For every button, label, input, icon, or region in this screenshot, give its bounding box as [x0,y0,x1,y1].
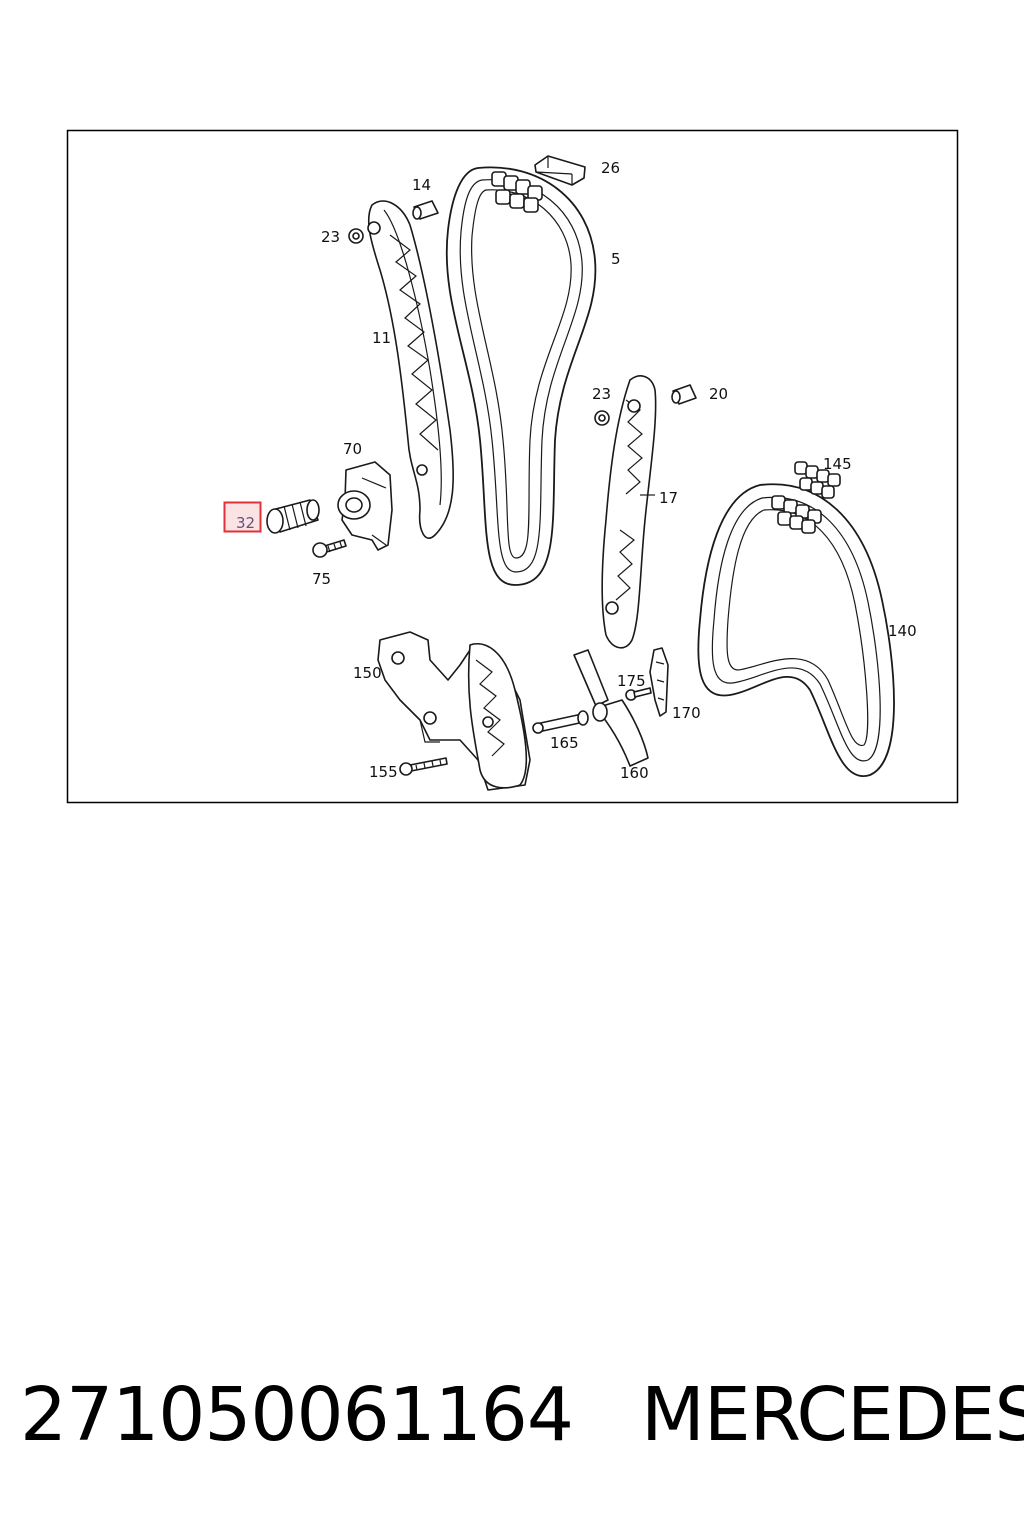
part-number: 271050061164 [20,1372,574,1458]
chain-clip-26 [534,155,586,186]
callout-70: 70 [343,440,362,458]
tensioner-plunger-32 [266,499,320,534]
callout-32: 32 [236,514,255,532]
bolt-165 [532,710,589,734]
timing-chain-lower [697,483,895,778]
chain-link-145 [794,461,841,499]
nut-23-top [348,228,364,244]
callout-140: 140 [888,622,917,640]
nut-23-mid [594,410,610,426]
tensioner-housing-70 [337,461,393,551]
tensioner-lever-160 [573,649,649,767]
bolt-175 [625,687,652,701]
timing-chain-upper [445,166,597,586]
callout-23-mid: 23 [592,385,611,403]
callout-20: 20 [709,385,728,403]
callout-5: 5 [611,250,621,268]
pin-20 [671,384,697,405]
callout-11: 11 [372,329,391,347]
tensioner-rail-11 [367,200,454,539]
diagram-frame [66,129,959,804]
callout-165: 165 [550,734,579,752]
callout-32-highlight-box [223,501,262,533]
pin-14 [412,200,439,220]
callout-175: 175 [617,672,646,690]
callout-170: 170 [672,704,701,722]
callout-26: 26 [601,159,620,177]
callout-145: 145 [823,455,852,473]
callout-75: 75 [312,570,331,588]
callout-labels: 5 11 14 17 20 23 23 26 70 75 140 145 150… [223,159,917,782]
brand-name: MERCEDES [640,1372,1024,1458]
callout-160: 160 [620,764,649,782]
callout-17: 17 [659,489,678,507]
guide-rail-17 [601,375,657,649]
part-caption: 271050061164 MERCEDES [20,1372,1024,1472]
bolt-155 [399,757,448,776]
spring-bracket-170 [649,647,669,717]
callout-150: 150 [353,664,382,682]
bolt-75 [312,539,347,558]
callout-155: 155 [369,763,398,781]
timing-chain-exploded-diagram: 5 11 14 17 20 23 23 26 70 75 140 145 150… [66,129,959,804]
callout-14: 14 [412,176,431,194]
tensioner-bracket-150 [377,631,531,791]
callout-23-top: 23 [321,228,340,246]
